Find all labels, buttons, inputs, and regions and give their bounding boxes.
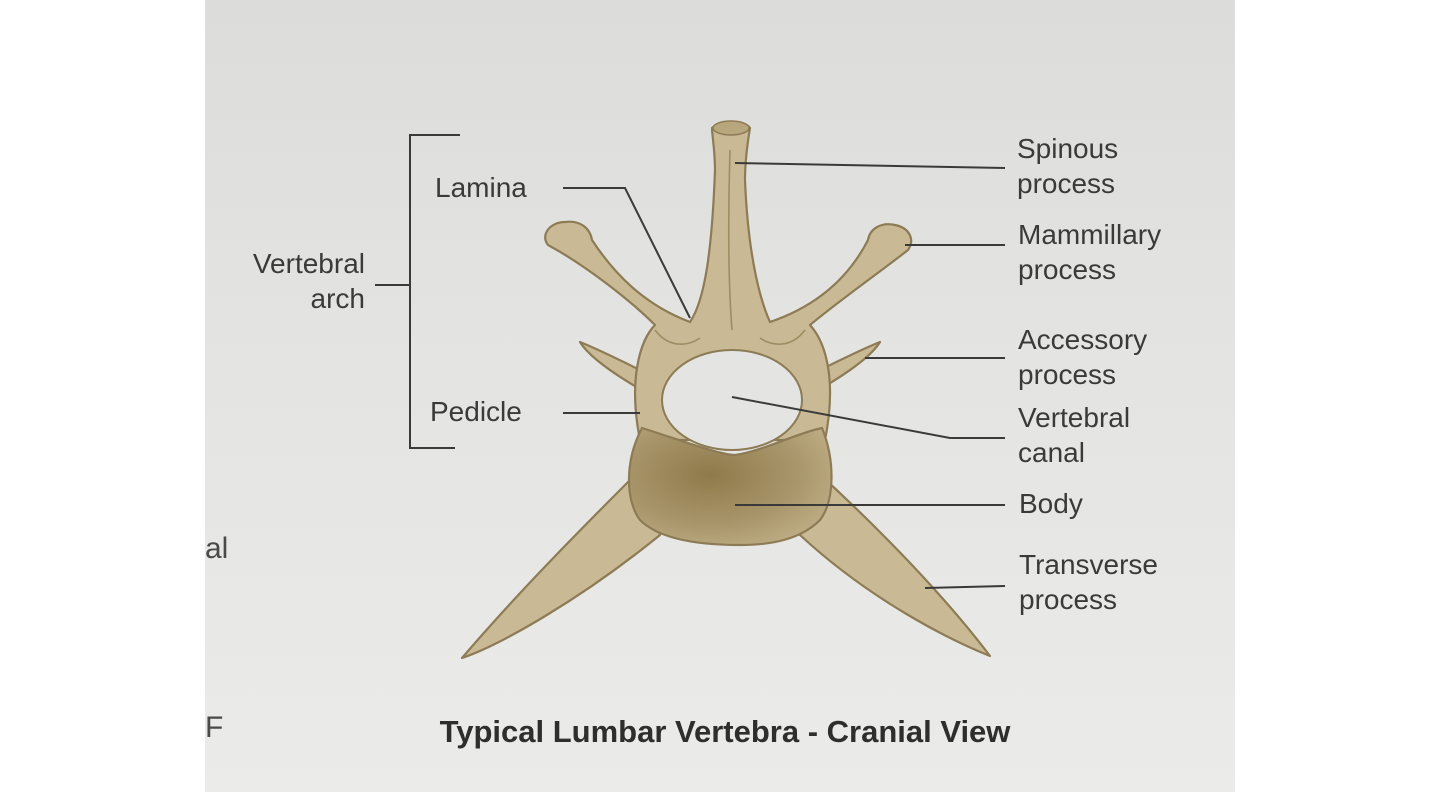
left-transverse-process-shape (460, 468, 662, 660)
arch-shading-right (759, 329, 806, 345)
accessory-label-line2: process (1018, 359, 1116, 390)
left-accessory-process-shape (578, 340, 652, 394)
spinous-shading (727, 149, 733, 331)
vertebral-body-shape (627, 426, 833, 547)
arch-shading-left (654, 329, 701, 345)
vertebral-arch-label-line2: arch (311, 283, 365, 314)
transverse-label-line1: Transverse (1019, 549, 1158, 580)
mammillary-label-line2: process (1018, 254, 1116, 285)
canal-label-line2: canal (1018, 437, 1085, 468)
vertebral-arch-label-line1: Vertebral (253, 248, 365, 279)
lamina-leader (563, 187, 691, 319)
figure-caption: Typical Lumbar Vertebra - Cranial View (440, 714, 1012, 749)
edge-fragment-f: F (205, 711, 223, 744)
spinous-label-line1: Spinous (1017, 133, 1118, 164)
lamina-label: Lamina (435, 172, 527, 203)
spinous-tip (712, 120, 750, 136)
spinous-leader (734, 162, 1006, 169)
edge-fragment-al: al (205, 532, 228, 565)
body-label: Body (1019, 488, 1083, 519)
canal-label-line1: Vertebral (1018, 402, 1130, 433)
accessory-label-line1: Accessory (1018, 324, 1147, 355)
transverse-leader (924, 585, 1006, 589)
vertebral-canal-shape (661, 349, 803, 451)
transverse-label-line2: process (1019, 584, 1117, 615)
spinous-label-line2: process (1017, 168, 1115, 199)
pedicle-label: Pedicle (430, 396, 522, 427)
vertebral-arch-bracket (375, 134, 460, 449)
canal-leader (731, 396, 1005, 439)
right-transverse-process-shape (798, 468, 992, 658)
mammillary-label-line1: Mammillary (1018, 219, 1161, 250)
